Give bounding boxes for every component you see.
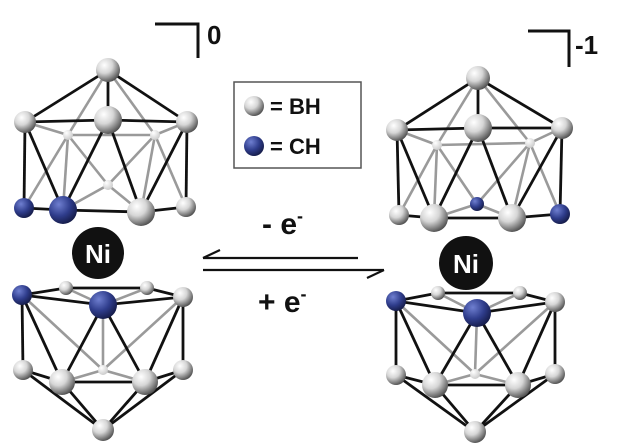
right-lower-cage [386,286,565,443]
bh-vertex [176,197,196,217]
right-ni-label: Ni [453,249,479,279]
right-ni-atom: Ni [439,236,493,290]
bh-vertex [505,372,531,398]
right-charge-bracket: -1 [528,29,598,67]
legend-bh-label: = BH [270,94,321,119]
left-lower-cage [12,281,193,441]
ch-vertex [386,291,406,311]
bh-vertex [464,421,486,443]
forward-arrow [203,268,385,279]
legend: = BH = CH [233,81,362,169]
bh-vertex [431,286,445,300]
bh-vertex [422,372,448,398]
reduction-label: + e- [258,284,307,319]
bh-vertex [545,292,565,312]
bh-vertex [94,106,122,134]
ch-vertex [89,291,117,319]
bh-vertex [59,281,73,295]
bh-vertex [96,58,120,82]
left-charge-bracket: 0 [155,20,221,58]
bh-vertex [140,281,154,295]
right-charge-label: -1 [575,30,598,60]
left-upper-cage [14,58,198,226]
left-charge-label: 0 [207,20,221,50]
right-upper-cage [386,66,573,232]
left-complex: 0 [12,20,221,441]
ch-vertex [12,285,32,305]
bh-vertex [386,119,408,141]
legend-ch-swatch [244,136,264,156]
bh-vertex [466,66,490,90]
bh-vertex [525,138,535,148]
bh-vertex [464,114,492,142]
bh-vertex [13,360,33,380]
bh-vertex [498,204,526,232]
bh-vertex [470,369,480,379]
bh-vertex [386,365,406,385]
bh-vertex [432,140,442,150]
bh-vertex [127,198,155,226]
bh-vertex [545,364,565,384]
oxidation-label: - e- [262,206,303,241]
ch-vertex [14,198,34,218]
bh-vertex [49,369,75,395]
bh-vertex [551,117,573,139]
bh-vertex [63,130,73,140]
bh-vertex [173,360,193,380]
bh-vertex [173,287,193,307]
left-ni-atom: Ni [72,227,124,279]
bh-vertex [150,130,160,140]
ch-vertex [463,299,491,327]
legend-bh-swatch [244,96,264,116]
bh-vertex [103,180,113,190]
equilibrium-arrows: - e- + e- [202,206,385,319]
ch-vertex [470,197,484,211]
ch-vertex [550,204,570,224]
bh-vertex [176,111,198,133]
bh-vertex [98,365,108,375]
legend-ch-label: = CH [270,134,321,159]
bh-vertex [132,369,158,395]
right-complex: -1 [386,29,598,443]
bh-vertex [14,111,36,133]
reverse-arrow [202,249,358,260]
ch-vertex [49,196,77,224]
bh-vertex [389,205,409,225]
bh-vertex [92,419,114,441]
left-ni-label: Ni [85,239,111,269]
bh-vertex [420,204,448,232]
bh-vertex [513,286,527,300]
